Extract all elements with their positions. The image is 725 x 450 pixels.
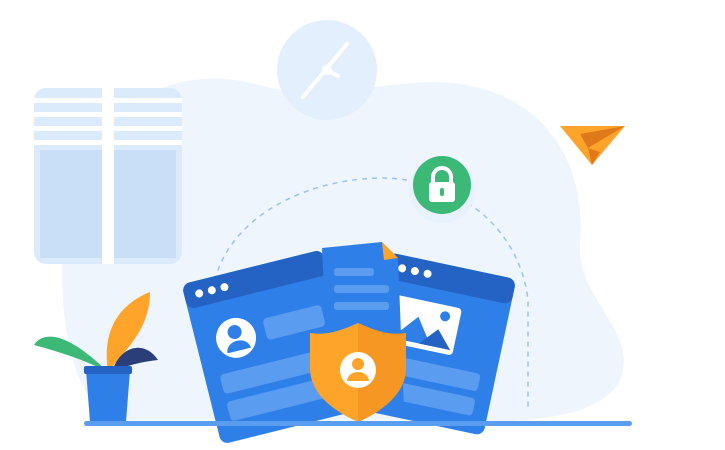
- lock-icon: [409, 156, 475, 223]
- ground-line: [84, 421, 632, 426]
- paper-plane-icon: [560, 126, 625, 165]
- potted-plant-icon: [34, 292, 158, 422]
- wall-clock-icon: [277, 20, 377, 120]
- browser-window-icon: [183, 251, 361, 443]
- shield-user-icon: [310, 323, 406, 422]
- window-blinds-icon: [34, 88, 182, 264]
